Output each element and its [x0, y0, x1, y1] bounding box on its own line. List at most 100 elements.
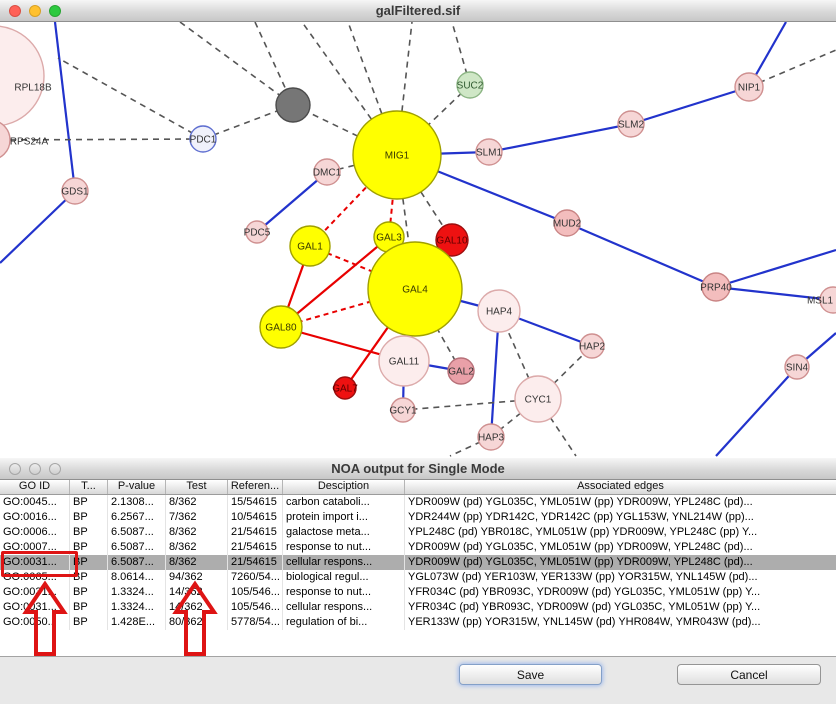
- graph-edge[interactable]: [748, 49, 836, 88]
- graph-node-HAP4[interactable]: [477, 289, 521, 333]
- table-cell: 1.3324...: [108, 585, 166, 600]
- zoom-button[interactable]: [49, 462, 61, 475]
- table-cell: BP: [70, 510, 108, 525]
- column-header-0[interactable]: GO ID: [0, 480, 70, 494]
- graph-node-GAL2[interactable]: [447, 357, 475, 385]
- graph-node-SLM1[interactable]: [475, 138, 503, 166]
- column-header-3[interactable]: Test: [166, 480, 228, 494]
- graph-node-MIG1[interactable]: [352, 110, 442, 200]
- column-header-4[interactable]: Referen...: [228, 480, 283, 494]
- table-cell: 5778/54...: [228, 615, 283, 630]
- table-cell: 1.3324...: [108, 600, 166, 615]
- graph-node-GAL7[interactable]: [333, 376, 357, 400]
- minimize-button[interactable]: [29, 4, 41, 17]
- graph-node-DMC1[interactable]: [313, 158, 341, 186]
- graph-node-label: SLM2: [618, 120, 645, 131]
- graph-node-PDC1[interactable]: [189, 125, 217, 153]
- graph-edge[interactable]: [256, 171, 328, 233]
- graph-node-GAL11[interactable]: [378, 335, 430, 387]
- graph-node-label: MSL1: [807, 296, 834, 307]
- graph-node-NIP1[interactable]: [734, 72, 764, 102]
- graph-edge[interactable]: [292, 104, 398, 156]
- graph-edge[interactable]: [715, 285, 834, 302]
- graph-node-SUC2[interactable]: [456, 71, 484, 99]
- graph-node-label: HAP4: [486, 307, 513, 318]
- graph-node-GAL80[interactable]: [259, 305, 303, 349]
- graph-node-GAL1[interactable]: [289, 225, 331, 267]
- graph-edge[interactable]: [396, 84, 471, 156]
- graph-node-SIN4[interactable]: [784, 354, 810, 380]
- graph-node-label: GAL4: [402, 285, 428, 296]
- graph-node-GAL4[interactable]: [367, 241, 463, 337]
- close-button[interactable]: [9, 462, 21, 475]
- graph-edge[interactable]: [0, 138, 204, 141]
- cancel-button[interactable]: Cancel: [677, 664, 821, 685]
- graph-edge[interactable]: [488, 122, 632, 154]
- table-cell: carbon cataboli...: [283, 495, 405, 510]
- graph-node-label: HAP3: [478, 433, 505, 444]
- graph-edge[interactable]: [179, 22, 294, 106]
- graph-edge[interactable]: [630, 85, 750, 126]
- graph-node-HAP2[interactable]: [579, 333, 605, 359]
- graph-node-MUD2[interactable]: [553, 209, 581, 237]
- table-cell: 6.5087...: [108, 540, 166, 555]
- graph-node-label: RPL18B: [14, 83, 52, 94]
- graph-edge[interactable]: [57, 57, 204, 140]
- graph-node-SLM2[interactable]: [617, 110, 645, 138]
- table-cell: BP: [70, 615, 108, 630]
- graph-node-RPS24A[interactable]: [0, 120, 11, 160]
- network-svg[interactable]: RPL18BRPS24AGDS1PDC1DMC1MIG1SUC2SLM1SLM2…: [0, 22, 836, 458]
- graph-edge[interactable]: [449, 436, 492, 457]
- graph-node-CYC1[interactable]: [514, 375, 562, 423]
- column-header-5[interactable]: Desciption: [283, 480, 405, 494]
- graph-edge[interactable]: [280, 236, 390, 328]
- table-cell: protein import i...: [283, 510, 405, 525]
- table-cell: BP: [70, 540, 108, 555]
- noa-window-titlebar[interactable]: NOA output for Single Mode: [0, 458, 836, 480]
- graph-edge[interactable]: [0, 190, 76, 264]
- table-cell: GO:0031...: [0, 555, 70, 570]
- graph-window-titlebar[interactable]: galFiltered.sif: [0, 0, 836, 22]
- graph-node-label: GAL7: [332, 384, 358, 395]
- graph-node-MSL1[interactable]: [819, 286, 836, 314]
- graph-node-GCY1[interactable]: [390, 397, 416, 423]
- graph-node-GDS1[interactable]: [61, 177, 89, 205]
- table-cell: GO:0006...: [0, 525, 70, 540]
- table-cell: 10/54615: [228, 510, 283, 525]
- graph-node-GAL10[interactable]: [435, 223, 469, 257]
- table-cell: galactose meta...: [283, 525, 405, 540]
- graph-edge[interactable]: [254, 22, 294, 106]
- graph-edge[interactable]: [715, 366, 798, 457]
- column-header-1[interactable]: T...: [70, 480, 108, 494]
- close-button[interactable]: [9, 4, 21, 17]
- graph-node-HAP3[interactable]: [477, 423, 505, 451]
- table-cell: 21/54615: [228, 540, 283, 555]
- minimize-button[interactable]: [29, 462, 41, 475]
- column-header-2[interactable]: P-value: [108, 480, 166, 494]
- graph-edge[interactable]: [566, 221, 717, 289]
- graph-node-PDC5[interactable]: [245, 220, 269, 244]
- graph-node-RPL18B[interactable]: [0, 25, 45, 127]
- graph-node-label: MIG1: [385, 151, 410, 162]
- zoom-button[interactable]: [49, 4, 61, 17]
- column-header-6[interactable]: Associated edges: [577, 480, 664, 492]
- graph-node-PRP40[interactable]: [701, 272, 731, 302]
- graph-node-GRAY1[interactable]: [275, 87, 311, 123]
- save-button[interactable]: Save: [459, 664, 602, 685]
- graph-edge[interactable]: [53, 22, 77, 192]
- table-cell: 105/546...: [228, 585, 283, 600]
- graph-edge[interactable]: [715, 248, 836, 289]
- graph-node-label: PDC1: [190, 135, 217, 146]
